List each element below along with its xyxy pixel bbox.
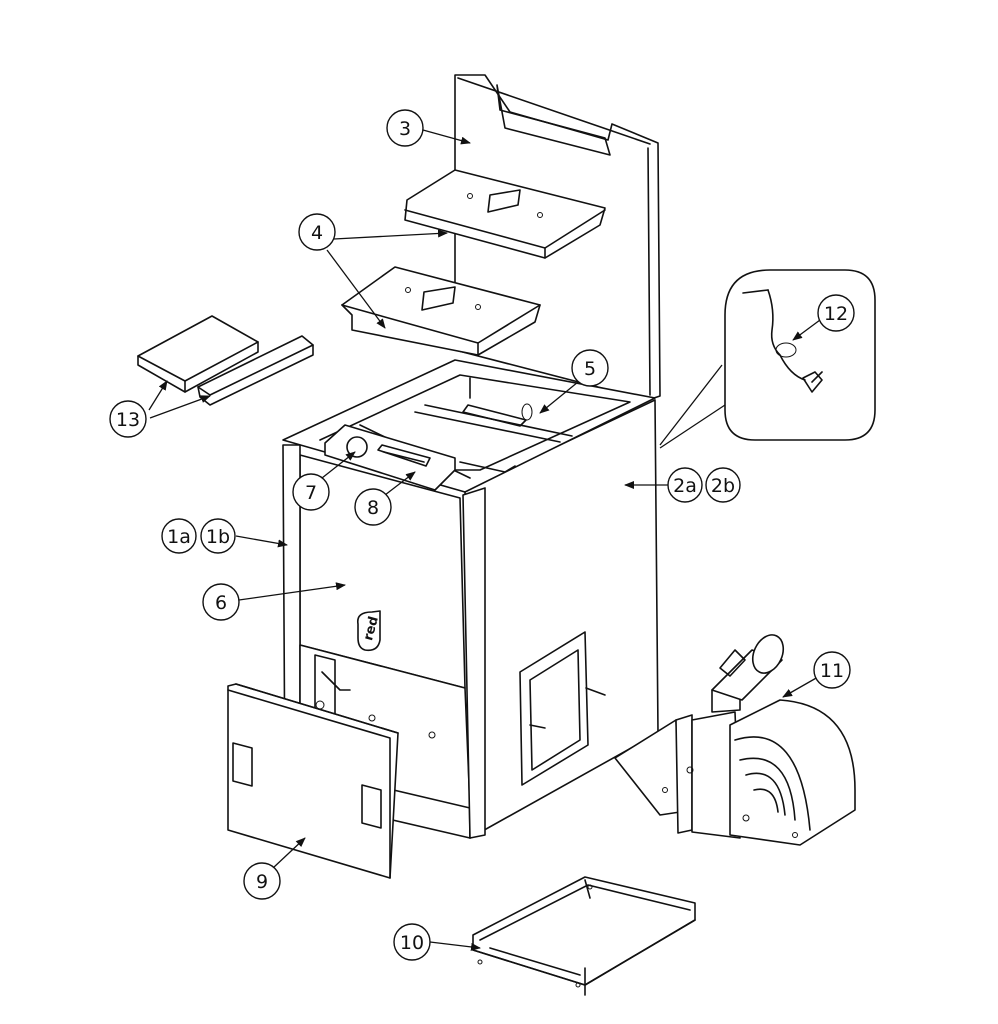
callout-5-label: 5	[584, 358, 596, 380]
callout-8: 8	[354, 488, 392, 526]
leader-12	[792, 319, 821, 341]
detail-leader-lower	[659, 404, 726, 449]
callout-1b-label: 1b	[206, 526, 230, 548]
leader-5	[539, 381, 579, 414]
callout-11-label: 11	[820, 660, 844, 682]
boiler-main-body	[282, 359, 659, 839]
callout-1b: 1b	[200, 518, 236, 554]
sensor-detail-bubble-part-12	[724, 269, 876, 441]
callout-9: 9	[243, 862, 281, 900]
leader-4b	[326, 249, 386, 329]
callout-13: 13	[109, 400, 147, 438]
leader-3	[422, 129, 471, 145]
leader-8	[384, 471, 416, 496]
leader-lines	[148, 129, 821, 951]
front-door-part-9	[227, 683, 399, 879]
callout-4-label: 4	[311, 222, 323, 244]
detail-leader-upper	[659, 364, 723, 446]
leader-1	[235, 535, 288, 548]
callout-2a: 2a	[667, 467, 703, 503]
leader-7	[321, 451, 356, 479]
brand-logo-text: red	[361, 615, 382, 643]
insulation-slabs-part-13	[137, 315, 314, 406]
brand-logo: red	[356, 610, 382, 652]
callout-7-label: 7	[305, 482, 317, 504]
leader-10	[429, 941, 481, 951]
leader-4a	[333, 229, 448, 240]
callout-11: 11	[813, 651, 851, 689]
pellet-burner-part-11	[614, 634, 856, 846]
callout-10-label: 10	[400, 932, 424, 954]
leader-13	[148, 380, 168, 411]
leader-9	[272, 837, 306, 869]
callout-2b: 2b	[705, 467, 741, 503]
top-cover-lower-part-4	[341, 266, 541, 356]
callout-3: 3	[386, 109, 424, 147]
leader-6	[238, 582, 346, 601]
leader-13b	[149, 395, 211, 419]
callout-4: 4	[298, 213, 336, 251]
top-cover-upper-part-4	[404, 169, 606, 259]
callout-2a-label: 2a	[673, 475, 697, 497]
callout-9-label: 9	[256, 871, 268, 893]
callout-1a: 1a	[161, 518, 197, 554]
ash-tray-part-10	[472, 876, 696, 996]
callout-3-label: 3	[399, 118, 411, 140]
callout-6: 6	[202, 583, 240, 621]
leader-11	[782, 676, 819, 698]
callout-8-label: 8	[367, 497, 379, 519]
callout-12-label: 12	[824, 303, 848, 325]
callout-1a-label: 1a	[167, 526, 191, 548]
callout-10: 10	[393, 923, 431, 961]
callout-2b-label: 2b	[711, 475, 735, 497]
callout-13-label: 13	[116, 409, 140, 431]
callout-12: 12	[817, 294, 855, 332]
callout-7: 7	[292, 473, 330, 511]
callout-6-label: 6	[215, 592, 227, 614]
callout-5: 5	[571, 349, 609, 387]
